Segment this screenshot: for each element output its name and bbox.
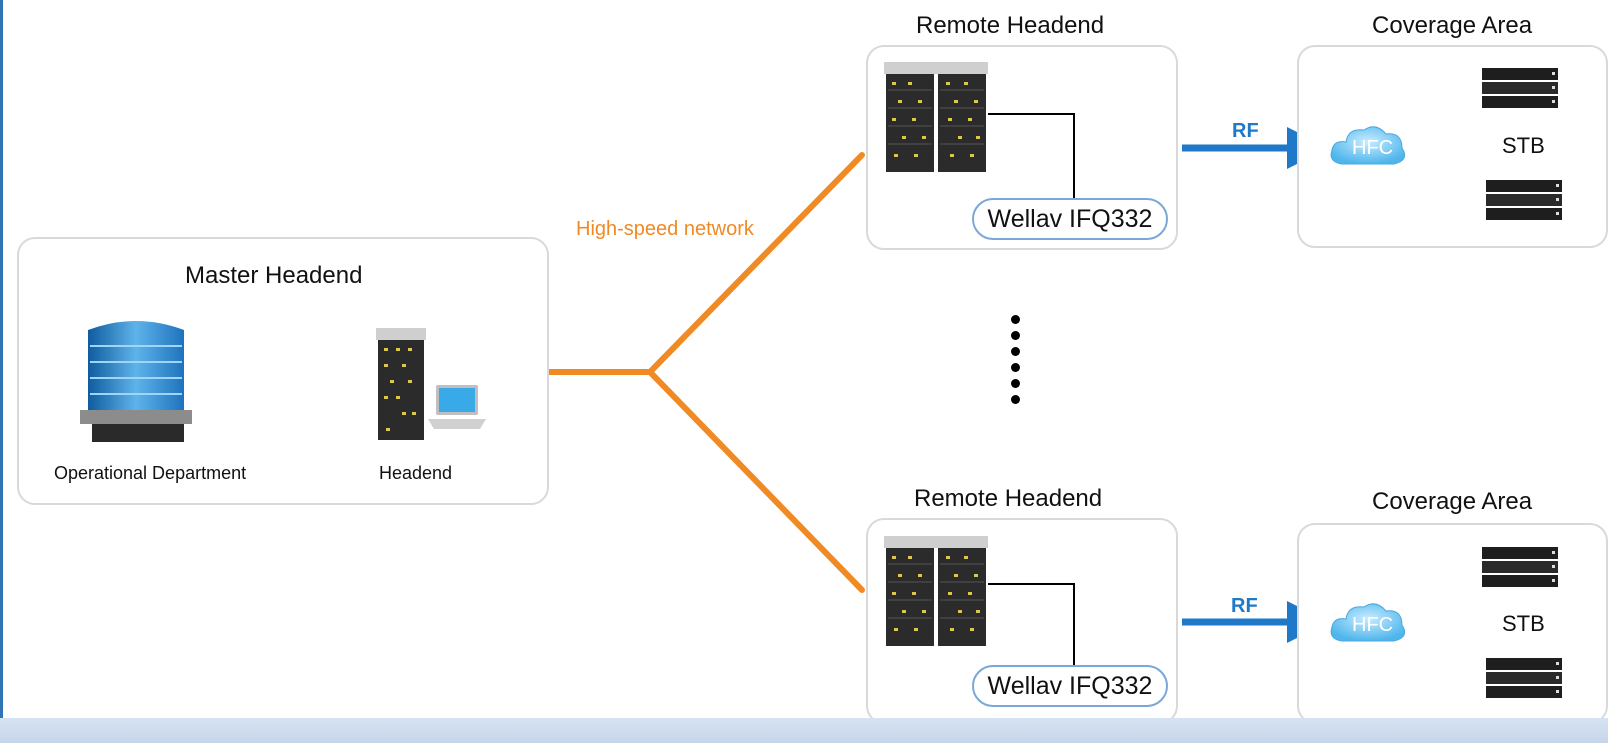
rf-label: RF xyxy=(1231,595,1258,617)
operational-department-label: Operational Department xyxy=(54,463,247,483)
hfc-label: HFC xyxy=(1352,137,1394,159)
laptop-icon xyxy=(428,385,486,429)
set-top-box-icon xyxy=(1482,547,1558,587)
left-edge-border xyxy=(0,0,3,743)
stb-label: STB xyxy=(1502,611,1545,636)
device-label-pill: Wellav IFQ332 xyxy=(972,665,1168,707)
device-connector-line xyxy=(988,583,1075,666)
cloud-icon xyxy=(1330,603,1406,642)
server-rack-icon xyxy=(376,328,426,440)
ellipsis-dot xyxy=(1011,347,1020,356)
network-label: High-speed network xyxy=(576,218,754,240)
coverage-area-title: Coverage Area xyxy=(1372,12,1533,39)
building-icon xyxy=(80,321,192,442)
device-connector-line xyxy=(988,113,1075,198)
headend-label: Headend xyxy=(379,463,453,483)
set-top-box-icon xyxy=(1486,180,1562,220)
device-label-pill: Wellav IFQ332 xyxy=(972,198,1168,240)
set-top-box-icon xyxy=(1486,658,1562,698)
high-speed-network-lines xyxy=(545,152,865,593)
bottom-band xyxy=(0,718,1608,743)
set-top-box-icon xyxy=(1482,68,1558,108)
remote-headend-title: Remote Headend xyxy=(916,12,1105,39)
coverage-area-title: Coverage Area xyxy=(1372,488,1533,515)
ellipsis-dot xyxy=(1011,363,1020,372)
ellipsis-dot xyxy=(1011,395,1020,404)
cloud-icon xyxy=(1330,126,1406,165)
ellipsis-dot xyxy=(1011,379,1020,388)
stb-label: STB xyxy=(1502,133,1545,158)
remote-headend-title: Remote Headend xyxy=(914,485,1103,512)
rf-label: RF xyxy=(1232,120,1259,142)
hfc-label: HFC xyxy=(1352,614,1394,636)
server-rack-icon xyxy=(884,62,988,172)
ellipsis-dot xyxy=(1011,315,1020,324)
ellipsis-dot xyxy=(1011,331,1020,340)
server-rack-icon xyxy=(884,536,988,646)
master-headend-title: Master Headend xyxy=(185,262,363,289)
